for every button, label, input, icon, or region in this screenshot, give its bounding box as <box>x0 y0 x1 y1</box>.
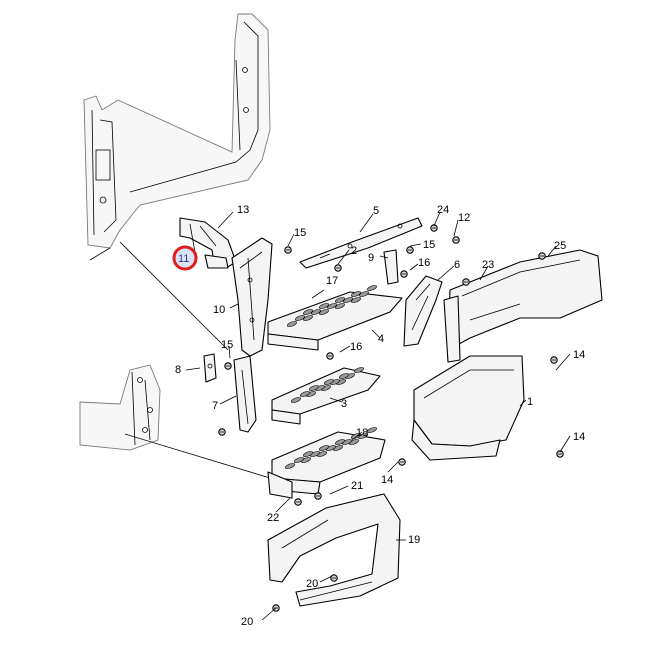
step-part-18 <box>267 427 386 499</box>
tread-slot <box>358 433 368 439</box>
highlight-ring <box>172 245 198 271</box>
tread-slot <box>335 439 345 445</box>
callout-7: 7 <box>212 400 218 412</box>
callout-15a: 15 <box>294 227 306 239</box>
tread-slot <box>309 385 319 391</box>
callout-18: 18 <box>356 427 368 439</box>
tread-slot <box>319 309 329 315</box>
tread-slot <box>333 445 343 451</box>
tread-slot <box>367 427 377 433</box>
fender-extension-part-25 <box>443 249 603 363</box>
leader-lines <box>185 211 571 621</box>
tread-slot <box>339 373 349 379</box>
callout-22: 22 <box>267 512 279 524</box>
callout-6: 6 <box>454 259 460 271</box>
tread-slot <box>326 445 336 451</box>
callout-9: 9 <box>368 252 374 264</box>
callout-15b: 15 <box>423 239 435 251</box>
bracket-part-9 <box>383 249 399 285</box>
tread-slot <box>335 303 345 309</box>
panel-part-1 <box>411 355 525 461</box>
tread-slot <box>349 439 359 445</box>
tread-slot <box>301 457 311 463</box>
tread-slot <box>317 451 327 457</box>
callout-25: 25 <box>554 240 566 252</box>
tread-slot <box>324 379 334 385</box>
step-part-4 <box>267 285 403 351</box>
lower-panel-part-19 <box>267 493 401 607</box>
tread-slot <box>335 297 345 303</box>
tread-slot <box>342 439 352 445</box>
callout-16a: 16 <box>418 257 430 269</box>
lower-trim-part-7 <box>233 355 257 433</box>
tread-slot <box>303 309 313 315</box>
bracket-part-13 <box>179 217 237 269</box>
callout-1: 1 <box>527 396 533 408</box>
callout-14b: 14 <box>573 431 585 443</box>
bracket-part-5 <box>299 217 423 269</box>
callout-5: 5 <box>373 205 379 217</box>
bracket-part-8 <box>203 353 217 383</box>
tread-slot <box>343 297 353 303</box>
tread-slot <box>294 457 304 463</box>
callout-17: 17 <box>326 275 338 287</box>
tread-slot <box>351 297 361 303</box>
tread-slot <box>319 303 329 309</box>
callout-13: 13 <box>237 204 249 216</box>
hinge-structure <box>79 364 161 451</box>
callout-labels: 1 2 3 4 5 6 7 8 9 10 11 12 13 14 14 14 1… <box>175 204 585 628</box>
tread-slot <box>310 451 320 457</box>
tread-slot <box>327 303 337 309</box>
callout-24: 24 <box>437 204 449 216</box>
callout-16b: 16 <box>350 341 362 353</box>
fasteners <box>218 224 564 612</box>
callout-23: 23 <box>482 259 494 271</box>
handle-part-6 <box>403 275 443 347</box>
callout-21: 21 <box>351 480 363 492</box>
pillar-trim-part-10 <box>231 237 273 357</box>
tread-slot <box>354 367 364 373</box>
callout-8: 8 <box>175 364 181 376</box>
tread-slot <box>303 451 313 457</box>
tread-slot <box>351 291 361 297</box>
tread-slot <box>359 291 369 297</box>
tread-slot <box>311 309 321 315</box>
tread-slot <box>300 391 310 397</box>
tread-slot <box>367 285 377 291</box>
callout-11: 11 <box>178 253 189 265</box>
callout-4: 4 <box>378 333 384 345</box>
tread-slot <box>319 445 329 451</box>
tread-slot <box>291 397 301 403</box>
callout-14c: 14 <box>381 474 393 486</box>
callout-14a: 14 <box>573 349 585 361</box>
tread-slot <box>287 321 297 327</box>
callout-20a: 20 <box>306 578 318 590</box>
callout-15c: 15 <box>221 339 233 351</box>
tread-slot <box>285 463 295 469</box>
tread-slot <box>303 315 313 321</box>
callout-19: 19 <box>408 534 420 546</box>
callout-2: 2 <box>351 245 357 257</box>
callout-20b: 20 <box>241 616 253 628</box>
callout-12: 12 <box>458 212 470 224</box>
step-part-3 <box>271 367 381 425</box>
callout-3: 3 <box>341 398 347 410</box>
callout-10: 10 <box>213 304 225 316</box>
tread-slot <box>295 315 305 321</box>
